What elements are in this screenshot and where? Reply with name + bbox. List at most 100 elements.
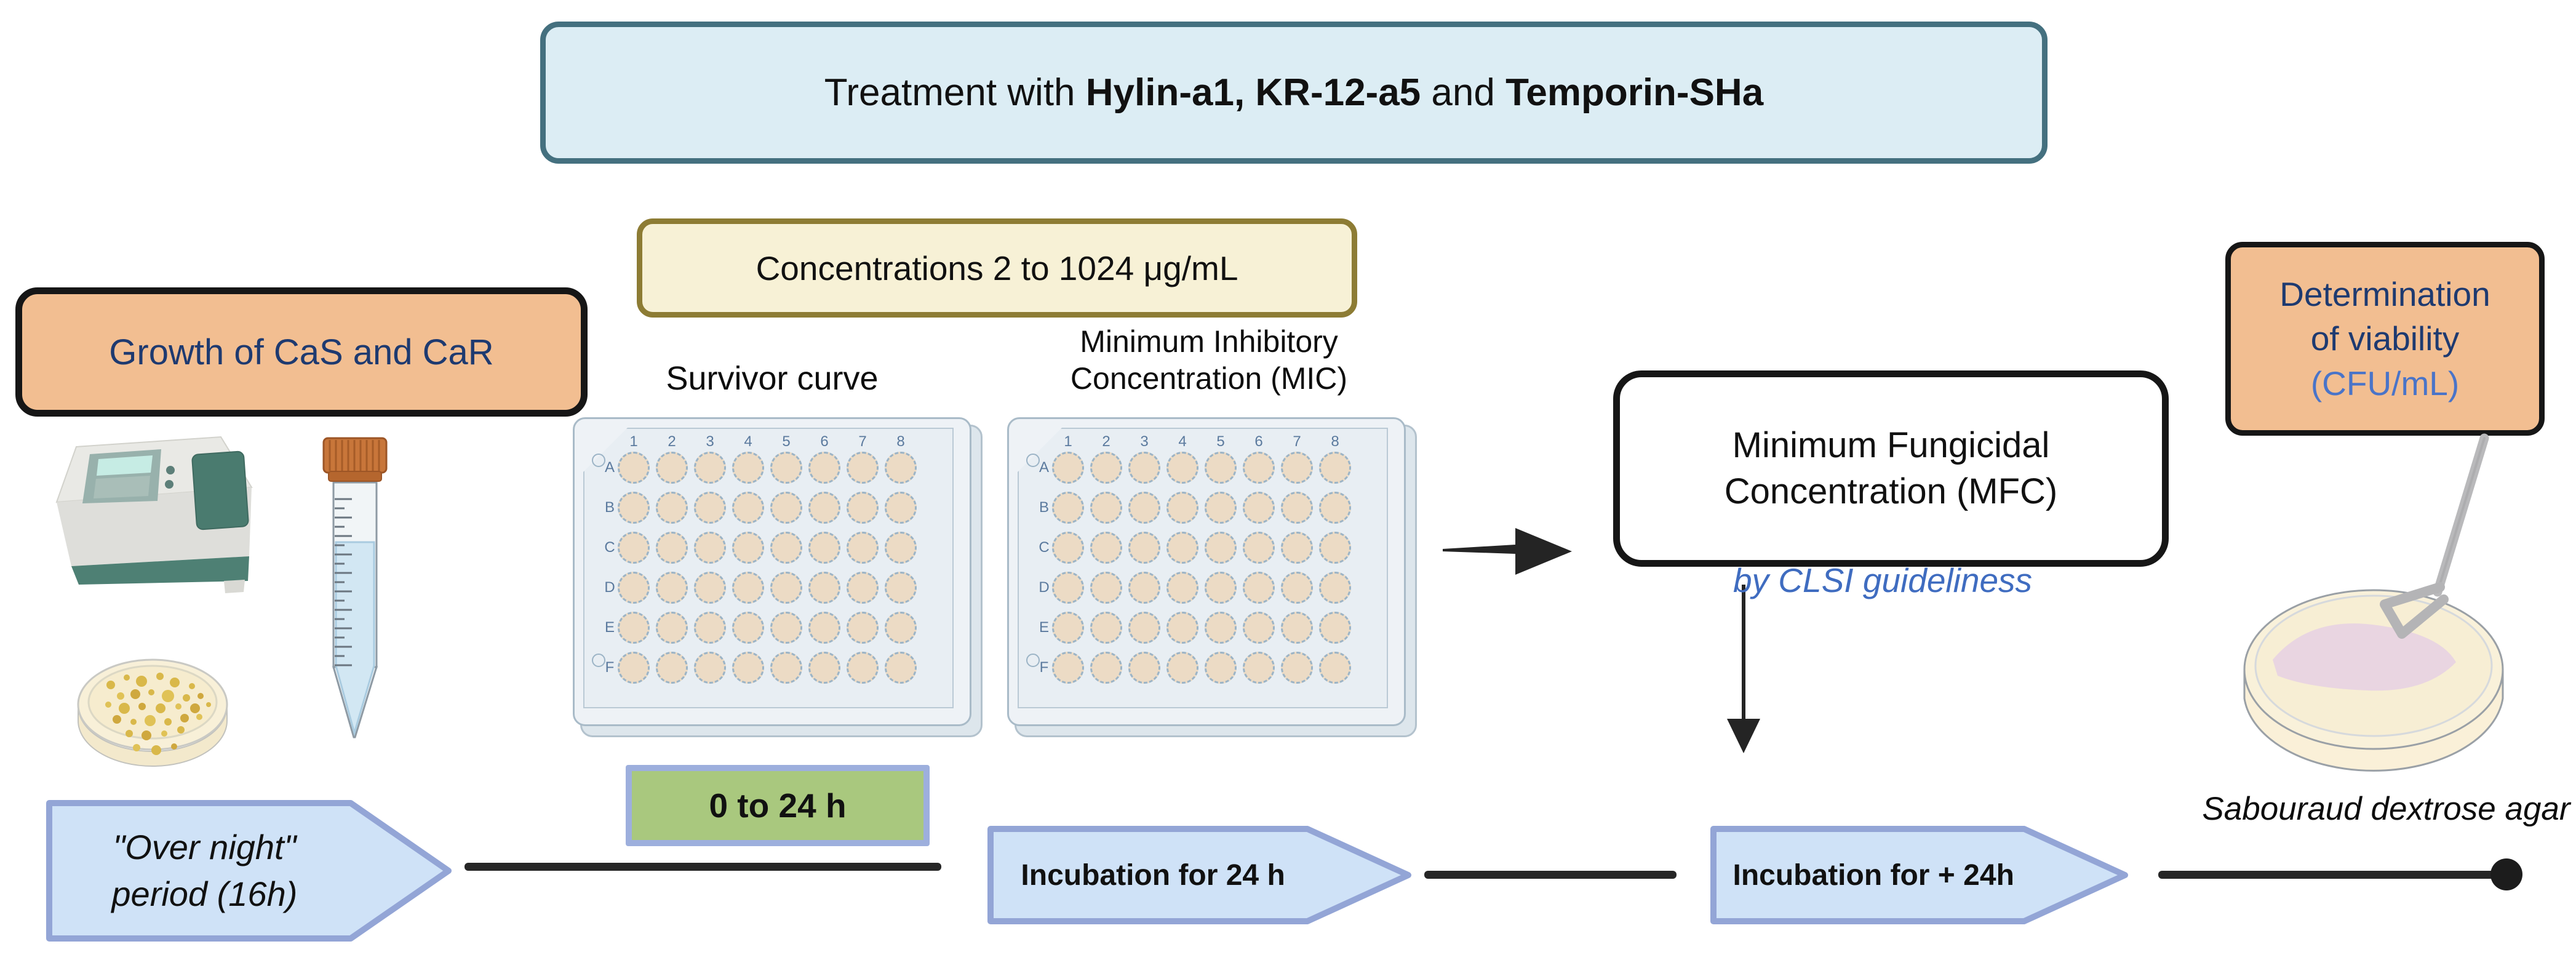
- well-A2: [656, 452, 688, 484]
- well-C8: [885, 532, 917, 564]
- timeline-end-dot: [2490, 858, 2522, 890]
- well-F1: [1052, 652, 1084, 684]
- plate-row-label: A: [604, 459, 615, 476]
- well-A6: [808, 452, 840, 484]
- plate-row-label: C: [1039, 539, 1050, 556]
- well-F3: [694, 652, 726, 684]
- plate-column-label: 4: [1178, 433, 1187, 450]
- viability-line1: Determination: [2279, 274, 2490, 313]
- well-C1: [618, 532, 650, 564]
- right-arrow-icon: [1443, 528, 1572, 575]
- well-C3: [694, 532, 726, 564]
- well-A5: [770, 452, 802, 484]
- alignment-hole-top: [1026, 454, 1040, 467]
- well-B2: [1090, 492, 1122, 524]
- well-F2: [656, 652, 688, 684]
- treatment-title: Treatment with Hylin-a1, KR-12-a5 and Te…: [824, 71, 1763, 114]
- well-E8: [1319, 612, 1351, 644]
- mfc-box: Minimum Fungicidal Concentration (MFC): [1613, 370, 2169, 567]
- plate-column-label: 5: [1216, 433, 1225, 450]
- well-F6: [1243, 652, 1275, 684]
- well-F1: [618, 652, 650, 684]
- well-B4: [1166, 492, 1198, 524]
- well-C6: [808, 532, 840, 564]
- well-A6: [1243, 452, 1275, 484]
- well-A4: [1166, 452, 1198, 484]
- plate-column-label: 7: [1293, 433, 1301, 450]
- alignment-hole-top: [592, 454, 605, 467]
- title-prefix: Treatment with: [824, 71, 1086, 114]
- petri-dish-colonies-icon: [77, 658, 228, 767]
- well-E4: [732, 612, 764, 644]
- well-F7: [847, 652, 879, 684]
- well-C7: [1281, 532, 1313, 564]
- down-arrow-icon: [1727, 719, 1760, 753]
- alignment-hole-bottom: [1026, 654, 1040, 667]
- well-D7: [847, 572, 879, 604]
- falcon-tube-icon: [322, 437, 388, 738]
- well-B8: [1319, 492, 1351, 524]
- growth-box: Growth of CaS and CaR: [15, 287, 588, 417]
- well-C6: [1243, 532, 1275, 564]
- well-A8: [1319, 452, 1351, 484]
- well-D3: [1128, 572, 1160, 604]
- well-E7: [1281, 612, 1313, 644]
- plate-column-label: 8: [1331, 433, 1339, 450]
- timeline-step-incubation-24h: Incubation for 24 h: [987, 826, 1412, 924]
- well-F3: [1128, 652, 1160, 684]
- well-F8: [885, 652, 917, 684]
- plate-column-label: 5: [782, 433, 791, 450]
- well-D1: [618, 572, 650, 604]
- well-A7: [847, 452, 879, 484]
- well-F6: [808, 652, 840, 684]
- well-D2: [1090, 572, 1122, 604]
- well-E4: [1166, 612, 1198, 644]
- plate-column-label: 3: [706, 433, 714, 450]
- plate-column-label: 6: [820, 433, 829, 450]
- well-C4: [1166, 532, 1198, 564]
- well-C3: [1128, 532, 1160, 564]
- timeline-segment-3: [2158, 871, 2506, 879]
- viability-line2: of viability: [2310, 319, 2460, 358]
- well-F4: [1166, 652, 1198, 684]
- well-E7: [847, 612, 879, 644]
- plate-row-label: A: [1039, 459, 1050, 476]
- time-range-box: 0 to 24 h: [626, 765, 930, 846]
- well-A1: [1052, 452, 1084, 484]
- well-D8: [1319, 572, 1351, 604]
- well-B6: [808, 492, 840, 524]
- plate-row-label: B: [604, 499, 615, 516]
- well-B2: [656, 492, 688, 524]
- well-B3: [1128, 492, 1160, 524]
- plate-row-label: F: [1039, 659, 1049, 676]
- plate-column-label: 7: [858, 433, 867, 450]
- plate-column-label: 8: [896, 433, 905, 450]
- well-C2: [656, 532, 688, 564]
- mic-label: Minimum Inhibitory Concentration (MIC): [1070, 324, 1348, 396]
- well-E2: [656, 612, 688, 644]
- plate-column-label: 4: [744, 433, 752, 450]
- well-A2: [1090, 452, 1122, 484]
- viability-cfu: (CFU/mL): [2310, 364, 2460, 402]
- plate-column-label: 6: [1254, 433, 1263, 450]
- well-C5: [770, 532, 802, 564]
- treatment-title-box: Treatment with Hylin-a1, KR-12-a5 and Te…: [540, 22, 2048, 164]
- timeline-segment-2: [1424, 871, 1677, 879]
- well-D2: [656, 572, 688, 604]
- title-peptides-1: Hylin-a1, KR-12-a5: [1085, 71, 1421, 114]
- well-A5: [1205, 452, 1237, 484]
- well-D3: [694, 572, 726, 604]
- plate-column-label: 2: [668, 433, 676, 450]
- well-F5: [770, 652, 802, 684]
- plate-column-label: 1: [629, 433, 638, 450]
- plate-row-label: B: [1039, 499, 1050, 516]
- incubation-plus-24h-label: Incubation for + 24h: [1733, 858, 2014, 892]
- concentration-range-box: Concentrations 2 to 1024 μg/mL: [637, 218, 1357, 318]
- title-peptides-2: Temporin-SHa: [1505, 71, 1764, 114]
- well-F2: [1090, 652, 1122, 684]
- well-A4: [732, 452, 764, 484]
- plate-row-label: E: [604, 619, 615, 636]
- petri-dish-spreader-icon: [2243, 433, 2504, 772]
